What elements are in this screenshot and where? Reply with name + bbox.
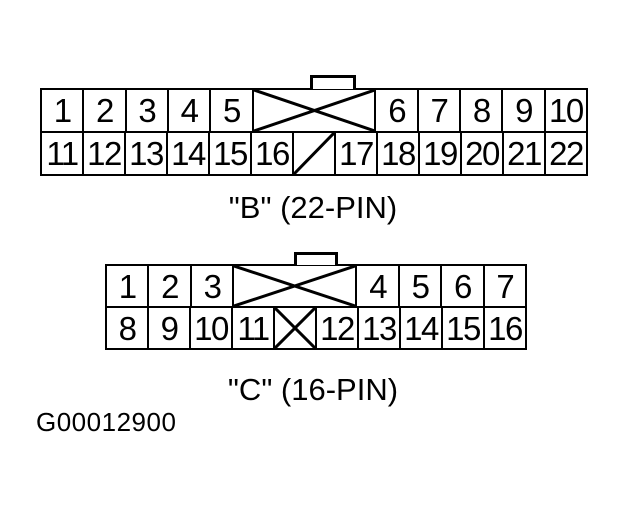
x-cross-icon <box>275 308 315 348</box>
keyway-x-cell <box>274 307 316 349</box>
pin-cell-22: 22 <box>545 132 587 175</box>
pin-cell-21: 21 <box>503 132 545 175</box>
x-cross-icon <box>234 266 355 306</box>
pin-cell-8: 8 <box>106 307 148 349</box>
diagonal-slash-icon <box>294 133 334 174</box>
pin-cell-12: 12 <box>316 307 358 349</box>
pin-cell-16: 16 <box>251 132 293 175</box>
pin-cell-13: 13 <box>358 307 400 349</box>
pin-cell-4: 4 <box>167 89 211 132</box>
pin-cell-12: 12 <box>83 132 125 175</box>
keyway-x-cell <box>252 89 376 132</box>
pin-cell-7: 7 <box>483 265 527 307</box>
pin-cell-5: 5 <box>210 89 253 132</box>
pin-cell-3: 3 <box>190 265 234 307</box>
pin-cell-17: 17 <box>335 132 377 175</box>
figure-code: G00012900 <box>36 407 177 437</box>
pin-cell-10: 10 <box>190 307 232 349</box>
pin-cell-13: 13 <box>125 132 167 175</box>
pin-cell-8: 8 <box>460 89 503 132</box>
pin-cell-9: 9 <box>148 307 190 349</box>
connector-b-key-tab <box>310 75 356 89</box>
pin-cell-16: 16 <box>484 307 526 349</box>
pin-cell-11: 11 <box>232 307 274 349</box>
pin-cell-11: 11 <box>41 132 83 175</box>
connector-b-caption: "B" (22-PIN) <box>228 190 398 225</box>
pin-cell-15: 15 <box>209 132 251 175</box>
pin-cell-20: 20 <box>461 132 503 175</box>
pin-cell-1: 1 <box>106 265 149 307</box>
pin-cell-5: 5 <box>398 265 442 307</box>
pin-cell-7: 7 <box>417 89 461 132</box>
keyway-x-cell <box>233 265 357 307</box>
pin-cell-6: 6 <box>375 89 418 132</box>
pin-cell-10: 10 <box>544 89 588 132</box>
pin-cell-14: 14 <box>167 132 209 175</box>
pin-cell-15: 15 <box>442 307 484 349</box>
pin-cell-19: 19 <box>419 132 461 175</box>
pin-cell-6: 6 <box>441 265 484 307</box>
pin-cell-14: 14 <box>400 307 442 349</box>
pin-cell-4: 4 <box>356 265 399 307</box>
x-cross-icon <box>254 90 375 131</box>
pin-cell-9: 9 <box>502 89 545 132</box>
connector-c-caption: "C" (16-PIN) <box>227 372 399 407</box>
pin-cell-2: 2 <box>83 89 126 132</box>
keyway-slash-cell <box>293 132 335 175</box>
pin-cell-18: 18 <box>377 132 419 175</box>
pin-cell-2: 2 <box>148 265 191 307</box>
pin-cell-1: 1 <box>41 89 84 132</box>
pin-cell-3: 3 <box>125 89 168 132</box>
connector-c-key-tab <box>294 252 338 265</box>
